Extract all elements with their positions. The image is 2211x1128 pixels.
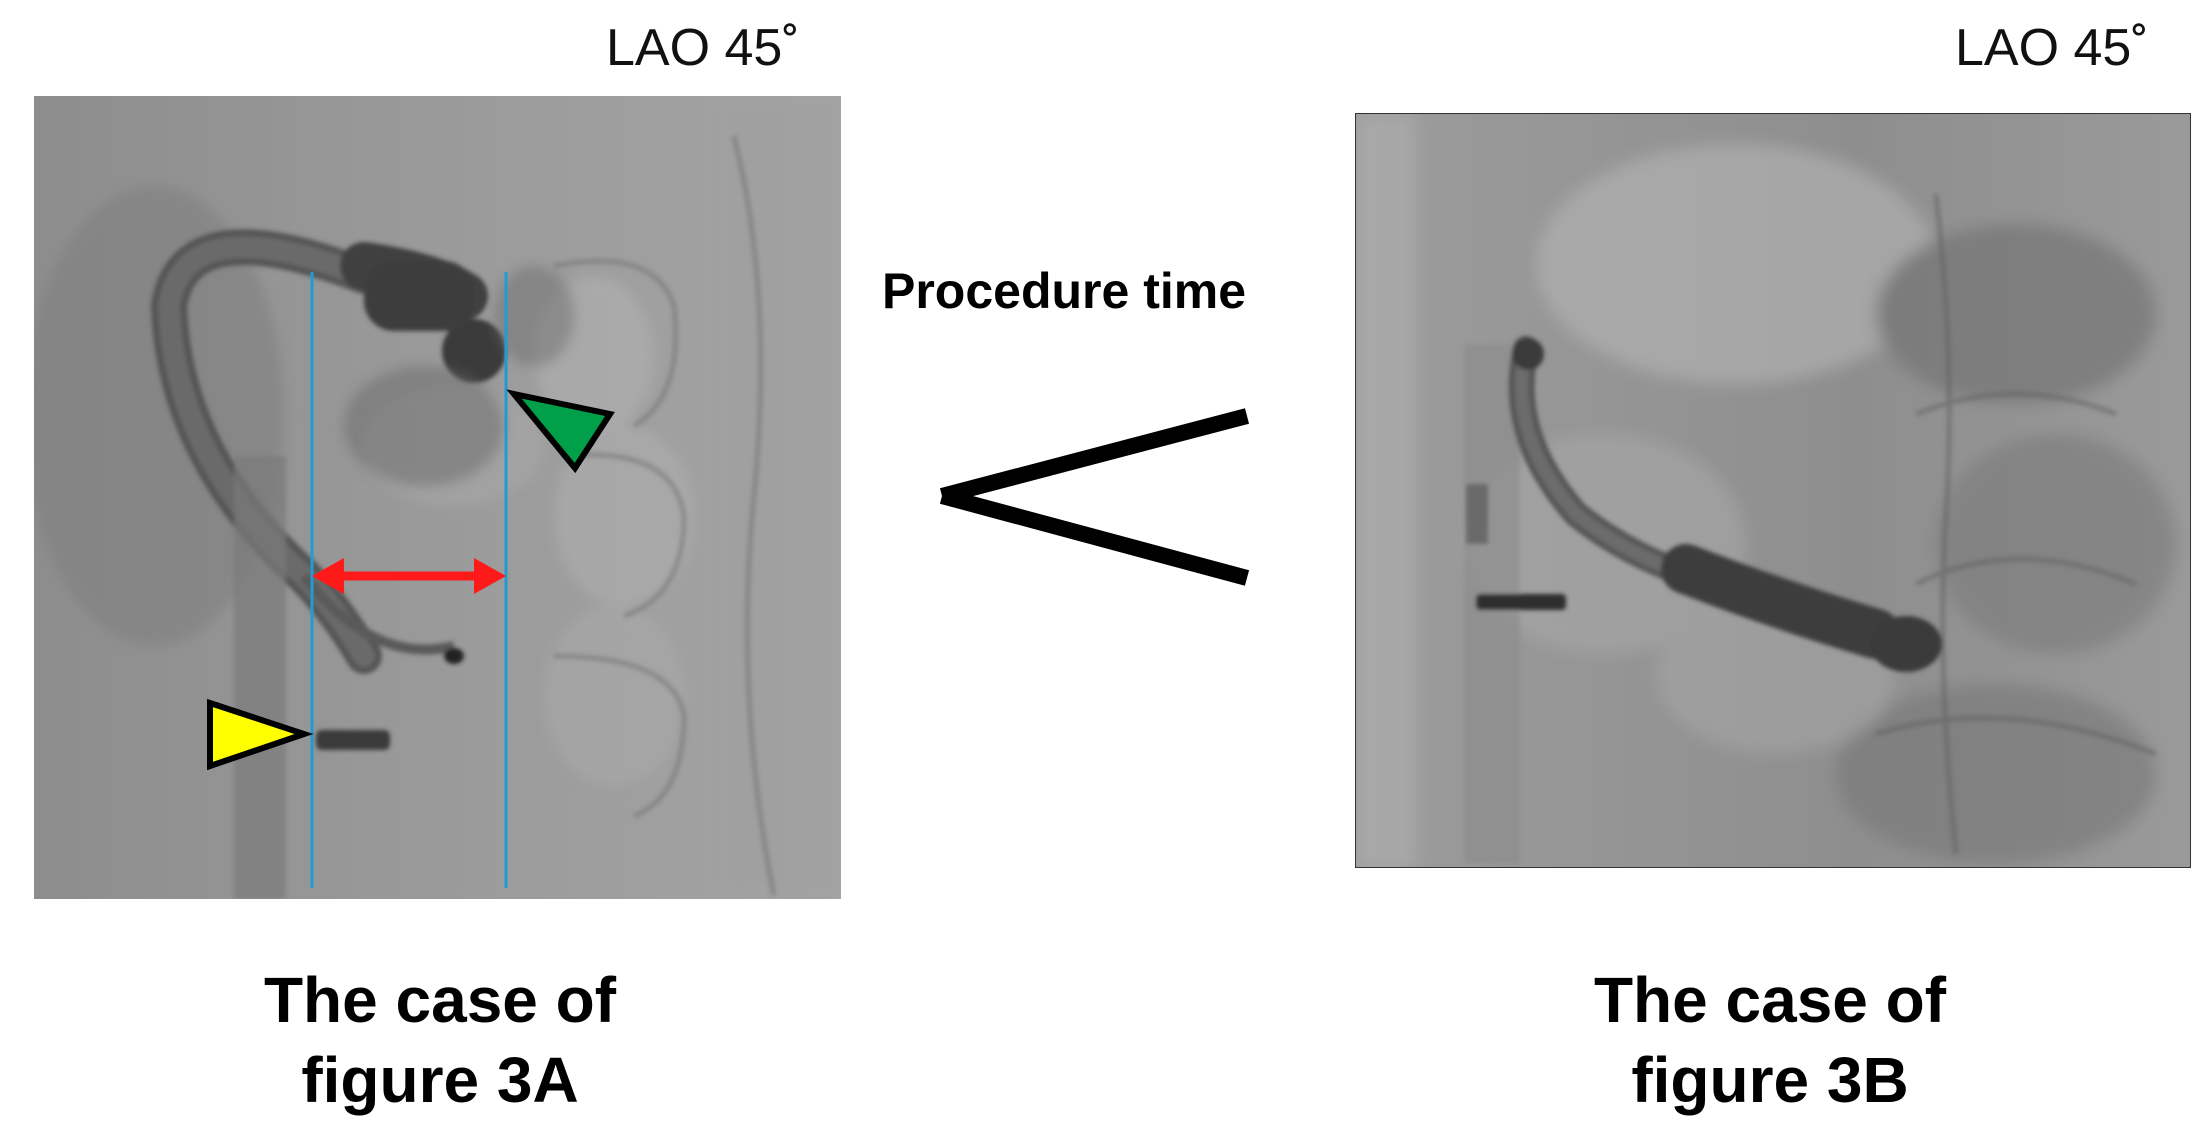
less-than-symbol (939, 408, 1250, 586)
right-view-label: LAO 45˚ (1955, 19, 2149, 77)
left-view-label: LAO 45˚ (606, 19, 800, 77)
right-caption-line2: figure 3B (1631, 1044, 1909, 1116)
left-green-marker (506, 389, 615, 474)
left-caption-line1: The case of (263, 964, 617, 1036)
left-distance-arrow (312, 558, 506, 594)
right-caption-line1: The case of (1593, 964, 1947, 1036)
left-fluoroscopy-image (34, 96, 841, 899)
right-fluoroscopy-image (1355, 113, 2191, 868)
left-yellow-marker (207, 698, 314, 771)
right-caption: The case of figure 3B (1520, 960, 2020, 1120)
procedure-time-label: Procedure time (882, 263, 1247, 319)
left-caption: The case of figure 3A (200, 960, 680, 1120)
left-caption-line2: figure 3A (301, 1044, 579, 1116)
